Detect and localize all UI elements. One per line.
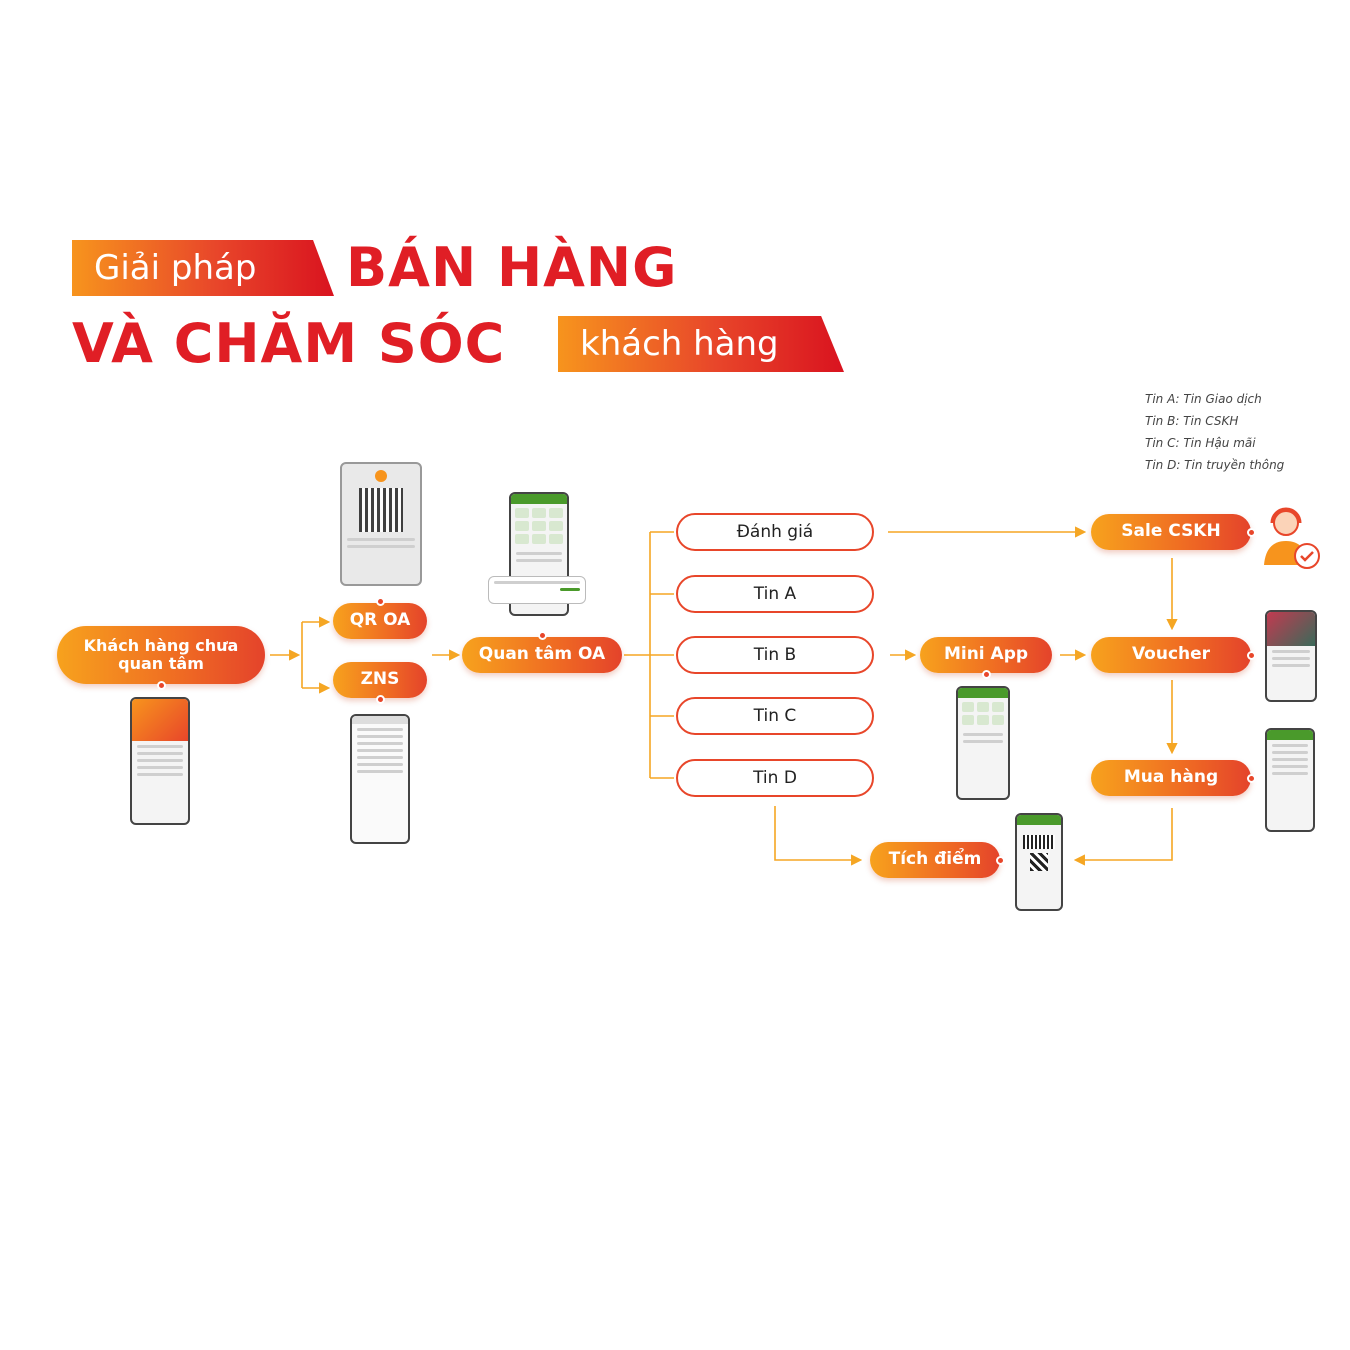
phone-voucher-screenshot [1265,610,1317,702]
message-tin-c: Tin C [676,697,874,735]
node-voucher-label: Voucher [1131,644,1211,665]
message-tin-d-label: Tin D [753,768,797,788]
message-tin-a-label: Tin A [753,584,797,604]
node-points-label: Tích điểm [888,849,982,870]
node-zns-label: ZNS [360,669,400,690]
title-main-1: BÁN HÀNG [346,236,678,299]
node-mini-app-label: Mini App [943,644,1029,665]
node-unfollowed-customer-label: Khách hàng chưa quan tâm [83,635,239,673]
node-follow-oa-label: Quan tâm OA [478,644,606,665]
legend-item: Tin B: Tin CSKH [1145,414,1239,428]
title-tag-customer: khách hàng [558,316,844,372]
message-tin-b-label: Tin B [753,645,797,665]
phone-customer-screenshot [130,697,190,825]
legend: Tin A: Tin Giao dịch Tin B: Tin CSKH Tin… [1145,388,1284,476]
node-points: Tích điểm [870,842,1005,878]
title-main-2: VÀ CHĂM SÓC [72,312,506,375]
phone-qr-code-image [340,462,422,586]
support-agent-icon [1264,507,1320,569]
phone-mini-app-screenshot [956,686,1010,800]
phone-zns-screenshot [350,714,410,844]
message-tin-b: Tin B [676,636,874,674]
node-zns: ZNS [333,662,427,704]
message-tin-d: Tin D [676,759,874,797]
title-tag-customer-text: khách hàng [580,324,779,364]
node-follow-oa: Quan tâm OA [462,631,622,673]
phone-barcode-screenshot [1015,813,1063,911]
node-sale-cskh-label: Sale CSKH [1121,521,1221,542]
node-mini-app: Mini App [920,637,1052,679]
message-review-label: Đánh giá [736,522,814,542]
node-qr-oa-label: QR OA [349,610,411,631]
node-sale-cskh: Sale CSKH [1091,514,1256,550]
message-review: Đánh giá [676,513,874,551]
message-tin-a: Tin A [676,575,874,613]
legend-item: Tin D: Tin truyền thông [1145,458,1285,472]
phone-buy-screenshot [1265,728,1315,832]
node-unfollowed-customer: Khách hàng chưa quan tâm [57,626,265,690]
node-voucher: Voucher [1091,637,1256,673]
title-tag-solution: Giải pháp [72,240,334,296]
node-buy: Mua hàng [1091,760,1256,796]
node-buy-label: Mua hàng [1123,767,1219,788]
title-tag-solution-text: Giải pháp [94,248,257,288]
legend-item: Tin C: Tin Hậu mãi [1145,436,1256,450]
legend-item: Tin A: Tin Giao dịch [1145,392,1262,406]
message-tin-c-label: Tin C [753,706,797,726]
phone-follow-popup [488,576,586,604]
node-qr-oa: QR OA [333,597,427,639]
